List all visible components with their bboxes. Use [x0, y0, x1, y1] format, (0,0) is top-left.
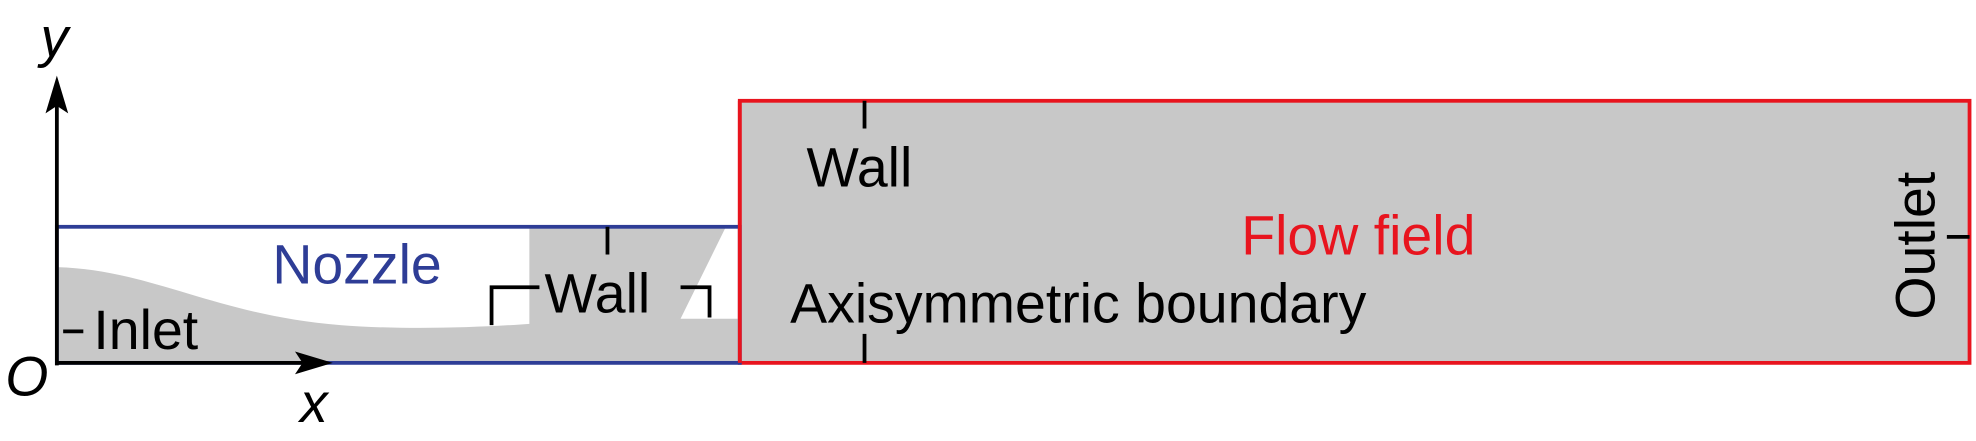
y-axis-label: y	[36, 7, 71, 69]
axisymmetric-boundary-label: Axisymmetric boundary	[790, 273, 1366, 335]
nozzle-title: Nozzle	[272, 234, 441, 296]
wall-bracket-right	[680, 285, 712, 318]
inlet-label: Inlet	[93, 299, 198, 361]
origin-label: O	[5, 346, 48, 408]
flow-field-region	[737, 98, 1972, 365]
x-axis-arrow-icon	[295, 351, 333, 375]
nozzle-wall-label: Wall	[544, 262, 650, 324]
outlet-label: Outlet	[1884, 172, 1946, 320]
nozzle-fluid-region	[56, 226, 740, 363]
x-axis-label: x	[297, 372, 330, 434]
flow-field-title: Flow field	[1241, 205, 1475, 267]
y-axis-arrow-icon	[45, 75, 69, 114]
top-wall-label: Wall	[807, 136, 913, 198]
wall-bracket-left	[489, 285, 540, 326]
